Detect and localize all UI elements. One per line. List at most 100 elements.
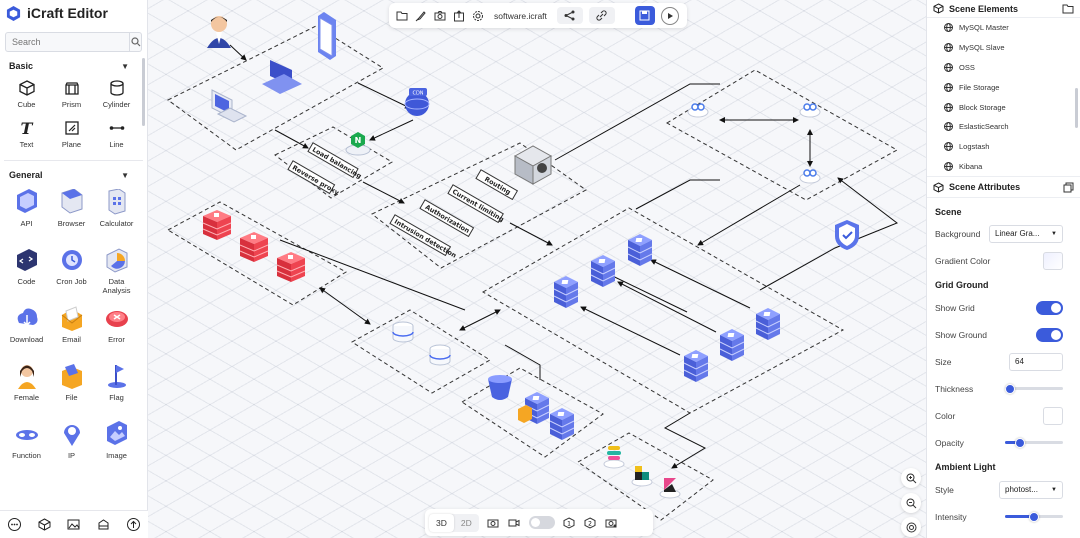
list-item[interactable]: Block Storage [927, 97, 1080, 117]
link-button[interactable] [588, 7, 615, 24]
show-grid-toggle[interactable] [1036, 300, 1063, 315]
step-one-icon[interactable]: 1 [563, 516, 576, 529]
component-flag[interactable]: Flag [94, 359, 139, 417]
recenter-button[interactable] [901, 517, 921, 537]
component-file[interactable]: File [49, 359, 94, 417]
style-label: Style [935, 484, 954, 495]
thickness-slider[interactable] [1004, 383, 1063, 394]
globe-icon [944, 142, 953, 152]
shape-plane[interactable]: Plane [49, 116, 94, 156]
play-button[interactable] [660, 6, 679, 25]
more-icon[interactable] [8, 518, 22, 532]
zoom-in-button[interactable] [901, 468, 921, 488]
element-name: Logstash [959, 142, 990, 152]
list-item[interactable]: MySQL Slave [927, 38, 1080, 58]
component-error[interactable]: Error [94, 301, 139, 359]
folder-icon[interactable] [1062, 4, 1074, 14]
list-item[interactable]: MySQL Master [927, 18, 1080, 38]
component-browser[interactable]: Browser [49, 185, 94, 243]
video-icon[interactable] [508, 516, 521, 529]
search-icon[interactable] [129, 33, 141, 51]
server-node [755, 307, 781, 341]
left-scrollbar[interactable] [142, 58, 145, 126]
step-two-icon[interactable]: 2 [584, 516, 597, 529]
file-name[interactable]: software.icraft [494, 10, 547, 21]
shape-line[interactable]: Line [94, 116, 139, 156]
capture-settings-icon[interactable] [605, 516, 618, 529]
section-basic-header[interactable]: Basic ▼ [0, 56, 147, 76]
search-input[interactable] [6, 37, 129, 47]
color-swatch[interactable] [1043, 406, 1063, 425]
component-female[interactable]: Female [4, 359, 49, 417]
copy-icon[interactable] [1063, 182, 1074, 193]
label-authorization: Authorization [424, 203, 472, 235]
upload-icon[interactable] [126, 518, 140, 532]
component-label: Data Analysis [102, 277, 131, 295]
component-api[interactable]: API [4, 185, 49, 243]
component-cron-job[interactable]: Cron Job [49, 243, 94, 301]
component-label: Function [12, 451, 41, 460]
gear-icon[interactable] [471, 9, 484, 22]
list-item[interactable]: Logstash [927, 137, 1080, 157]
list-item[interactable]: Kibana [927, 157, 1080, 176]
share-button[interactable] [556, 7, 583, 24]
layers-icon[interactable] [97, 518, 111, 532]
list-item[interactable]: OSS [927, 58, 1080, 78]
cube-icon [933, 3, 944, 14]
brush-icon[interactable] [414, 9, 427, 22]
ambient-light-title: Ambient Light [935, 462, 996, 472]
model-icon[interactable] [37, 518, 51, 532]
style-select[interactable]: photost...▼ [999, 480, 1063, 499]
component-label: Cron Job [56, 277, 87, 286]
component-email[interactable]: Email [49, 301, 94, 359]
list-item[interactable]: EslasticSearch [927, 117, 1080, 137]
mode-2d-button[interactable]: 2D [460, 517, 472, 528]
animation-toggle[interactable] [528, 516, 555, 529]
slider-handle[interactable] [1014, 437, 1025, 448]
element-name: Kibana [959, 161, 983, 171]
gradient-color-row: Gradient Color [927, 247, 1080, 274]
shape-text[interactable]: T Text [4, 116, 49, 156]
component-download[interactable]: Download [4, 301, 49, 359]
brand: iCraft Editor [0, 0, 147, 26]
component-image[interactable]: Image [94, 417, 139, 475]
component-ip[interactable]: IP [49, 417, 94, 475]
slider-handle[interactable] [1004, 383, 1015, 394]
list-item[interactable]: File Storage [927, 77, 1080, 97]
component-code[interactable]: Code [4, 243, 49, 301]
redis-node [239, 231, 269, 263]
thickness-label: Thickness [935, 383, 974, 394]
intensity-slider[interactable] [1005, 511, 1063, 522]
size-input[interactable]: 64 [1009, 352, 1063, 371]
gallery-icon[interactable] [67, 518, 81, 532]
show-ground-toggle[interactable] [1036, 327, 1063, 342]
zone-mysql [351, 309, 491, 394]
scene-attributes-title: Scene Attributes [949, 182, 1021, 192]
element-name: MySQL Master [959, 23, 1009, 33]
slider-handle[interactable] [1029, 511, 1039, 522]
save-button[interactable] [634, 6, 655, 25]
camera-icon[interactable] [433, 9, 446, 22]
export-icon[interactable] [452, 9, 465, 22]
element-name: OSS [959, 62, 975, 72]
component-calculator[interactable]: Calculator [94, 185, 139, 243]
mode-3d-button[interactable]: 3D [429, 513, 454, 532]
opacity-row: Opacity [927, 429, 1080, 456]
shape-cube[interactable]: Cube [4, 76, 49, 116]
component-label: Calculator [99, 219, 134, 228]
text-icon: T [20, 118, 33, 138]
opacity-slider[interactable] [1005, 437, 1063, 448]
component-function[interactable]: Function [4, 417, 49, 475]
component-data-analysis[interactable]: Data Analysis [94, 243, 139, 301]
gradient-color-swatch[interactable] [1043, 251, 1063, 270]
screenshot-icon[interactable] [487, 516, 500, 529]
section-general-header[interactable]: General ▼ [0, 165, 147, 185]
background-select[interactable]: Linear Gra...▼ [989, 224, 1063, 243]
zoom-out-button[interactable] [901, 493, 921, 513]
right-scrollbar[interactable] [1075, 88, 1078, 128]
shape-cylinder[interactable]: Cylinder [94, 76, 139, 116]
folder-icon[interactable] [395, 9, 408, 22]
shape-prism[interactable]: Prism [49, 76, 94, 116]
